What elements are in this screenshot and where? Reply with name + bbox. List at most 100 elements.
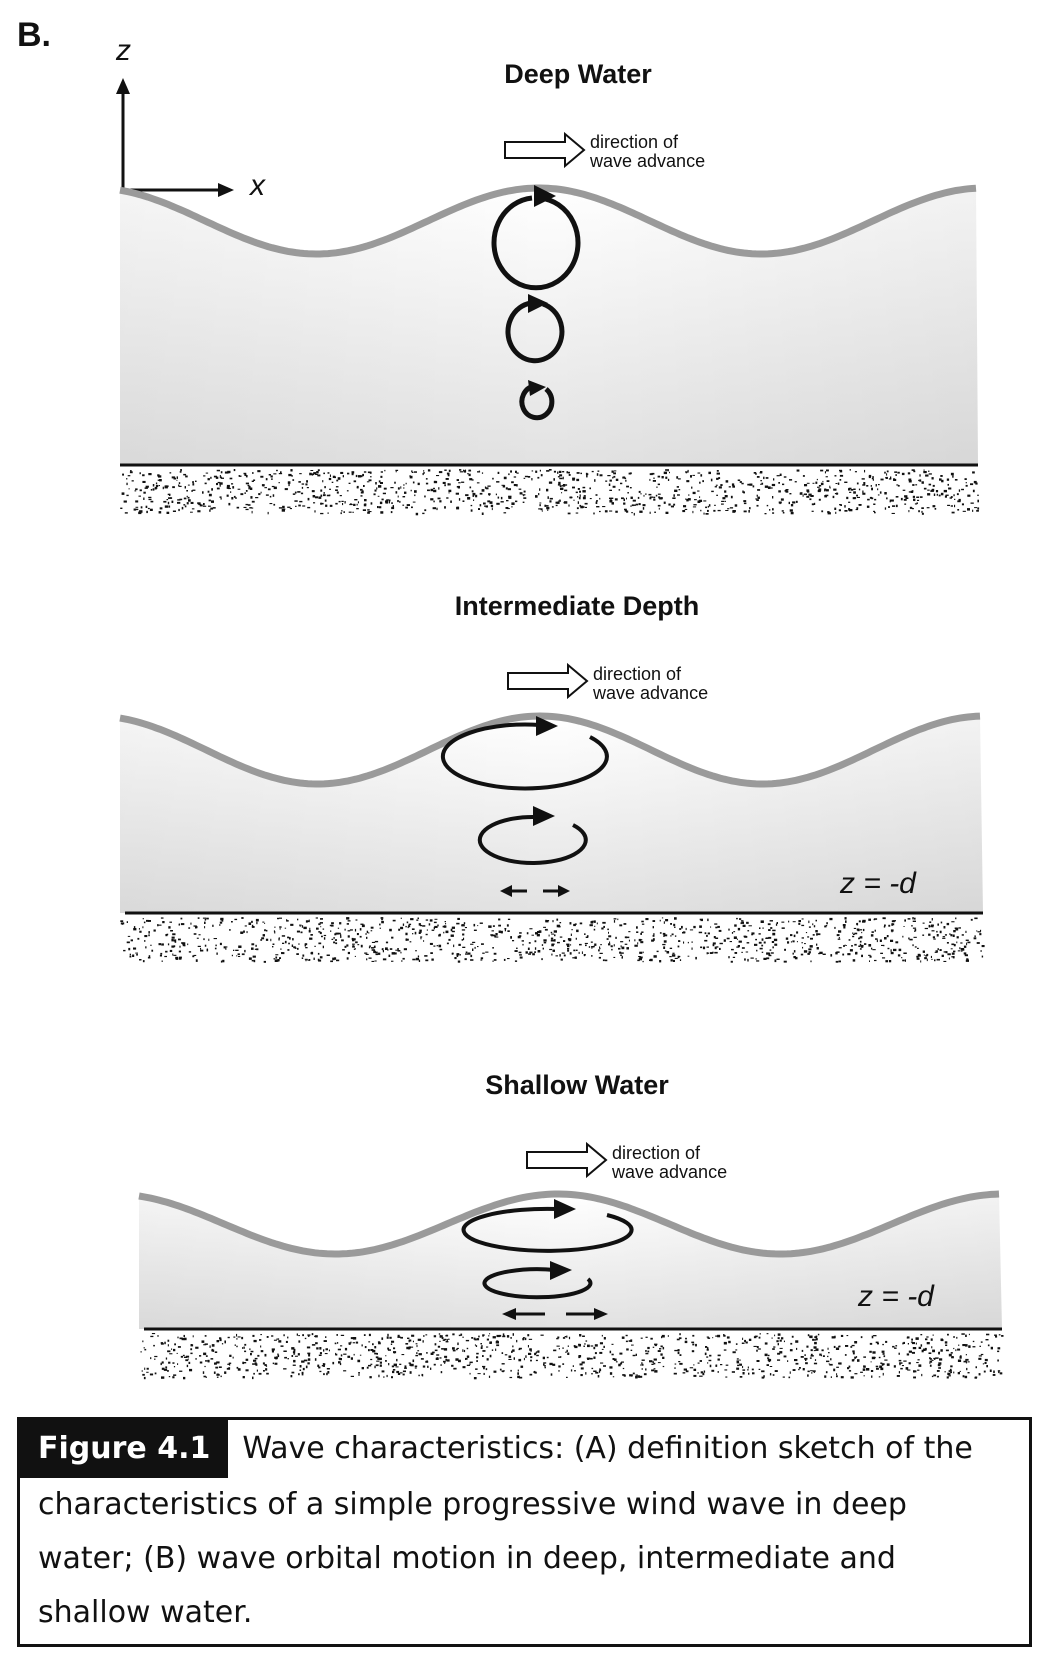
sediment-grain (572, 486, 575, 489)
sediment-grain (773, 938, 778, 942)
sediment-grain (815, 1338, 818, 1341)
sediment-grain (818, 485, 822, 487)
sediment-grain (634, 939, 636, 942)
sediment-grain (434, 925, 438, 928)
sediment-grain (715, 1335, 718, 1337)
sediment-grain (732, 956, 736, 958)
sediment-grain (957, 509, 960, 511)
sediment-grain (621, 956, 623, 959)
sediment-grain (961, 934, 964, 936)
sediment-grain (584, 1343, 586, 1345)
sediment-grain (143, 491, 146, 494)
sediment-grain (612, 485, 616, 488)
sediment-grain (886, 935, 889, 938)
sediment-grain (568, 1336, 571, 1340)
sediment-grain (882, 957, 886, 959)
sediment-grain (496, 1340, 499, 1342)
sediment-grain (121, 492, 125, 495)
sediment-grain (350, 1337, 354, 1340)
sediment-grain (670, 935, 672, 937)
sediment-grain (504, 1354, 508, 1356)
sediment-grain (234, 1344, 236, 1346)
sediment-grain (270, 475, 273, 478)
sediment-grain (308, 959, 311, 961)
sediment-grain (277, 917, 280, 920)
sediment-grain (528, 1352, 532, 1355)
sediment-grain (168, 1376, 171, 1378)
sediment-grain (906, 1353, 910, 1356)
sediment-grain (434, 1349, 438, 1352)
sediment-grain (372, 1343, 374, 1346)
sediment-grain (650, 1337, 653, 1340)
sediment-grain (620, 482, 623, 485)
sediment-grain (318, 1354, 322, 1356)
sediment-grain (728, 928, 730, 931)
sediment-grain (420, 937, 422, 940)
sediment-grain (792, 921, 796, 923)
sediment-grain (620, 945, 622, 948)
sediment-grain (436, 507, 438, 511)
sediment-grain (697, 1372, 699, 1374)
sediment-grain (388, 501, 390, 504)
sediment-grain (323, 1340, 327, 1342)
sediment-grain (191, 490, 193, 492)
sediment-grain (357, 944, 360, 946)
sediment-grain (490, 504, 494, 508)
sediment-grain (466, 1355, 470, 1358)
sediment-grain (704, 1352, 707, 1356)
sediment-grain (594, 1352, 597, 1355)
sediment-grain (213, 1371, 216, 1374)
sediment-grain (766, 952, 769, 955)
sediment-grain (328, 1349, 330, 1352)
sediment-grain (966, 958, 969, 961)
sediment-grain (549, 500, 552, 503)
sediment-grain (633, 504, 636, 506)
sediment-grain (730, 495, 733, 499)
sediment-grain (379, 927, 381, 929)
sediment-grain (486, 1358, 489, 1361)
sediment-grain (496, 481, 500, 483)
sediment-grain (894, 1347, 897, 1349)
sediment-grain (997, 1350, 1000, 1353)
sediment-grain (980, 950, 982, 952)
sediment-grain (874, 511, 876, 514)
sediment-grain (744, 958, 746, 961)
sediment-grain (144, 940, 146, 942)
sediment-grain (641, 1362, 643, 1365)
sediment-grain (457, 1342, 459, 1346)
sediment-grain (507, 930, 510, 932)
sediment-grain (717, 1358, 720, 1361)
sediment-grain (181, 1356, 183, 1358)
sediment-grain (403, 948, 407, 951)
sediment-grain (922, 950, 925, 953)
sediment-grain (928, 1352, 932, 1354)
sediment-grain (497, 496, 500, 499)
sediment-grain (498, 930, 501, 933)
sediment-grain (838, 1362, 840, 1365)
sediment-grain (264, 929, 266, 932)
sediment-grain (287, 1358, 289, 1360)
sediment-grain (818, 952, 821, 955)
sediment-grain (663, 934, 668, 937)
sediment-grain (552, 920, 554, 923)
sediment-grain (230, 491, 232, 493)
sediment-grain (493, 959, 497, 961)
sediment-grain (916, 955, 919, 958)
sediment-grain (465, 494, 469, 497)
sediment-grain (313, 502, 316, 504)
sediment-grain (456, 479, 459, 481)
sediment-grain (883, 1355, 886, 1358)
sediment-grain (406, 921, 409, 924)
sediment-grain (739, 1359, 741, 1361)
sediment-grain (497, 471, 500, 474)
sediment-grain (875, 1365, 879, 1368)
sediment-grain (430, 1352, 434, 1355)
sediment-grain (524, 1337, 527, 1341)
sediment-grain (706, 952, 708, 955)
sediment-grain (914, 946, 917, 948)
sediment-grain (598, 1370, 601, 1373)
sediment-grain (785, 490, 789, 493)
sediment-grain (856, 482, 859, 485)
sediment-grain (670, 923, 672, 925)
sediment-grain (287, 1336, 289, 1339)
